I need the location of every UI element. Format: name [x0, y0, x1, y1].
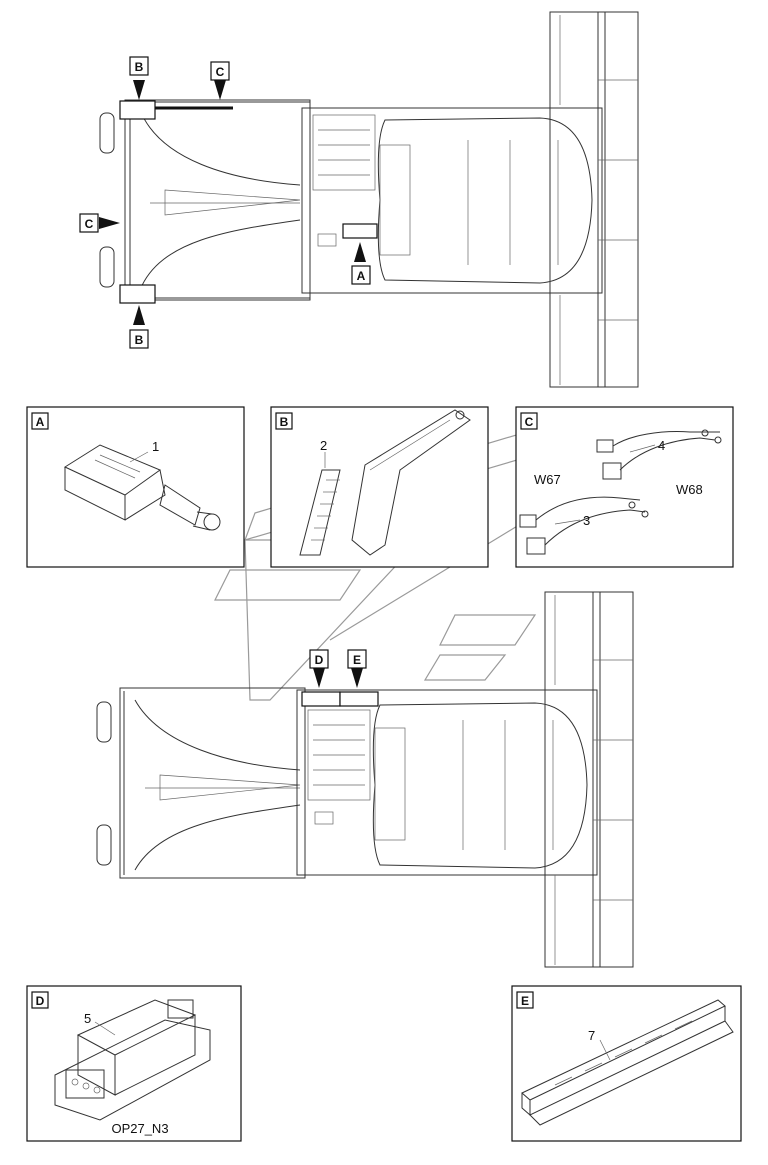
bottom-callout-arrows [313, 668, 363, 688]
panel-e-letter: E [521, 994, 529, 1008]
harness-label-w68: W68 [676, 482, 703, 497]
tag-b-bottom-text: B [135, 333, 144, 347]
part-1-label: 1 [152, 439, 159, 454]
wire-harness-w68 [596, 429, 722, 480]
tag-c-left-text: C [85, 217, 94, 231]
connector-plug-part [63, 444, 221, 531]
part-7-label: 7 [588, 1028, 595, 1043]
tag-b-top-text: B [135, 60, 144, 74]
tag-b-bottom: B [129, 329, 149, 349]
bracket-cover-part [351, 409, 471, 556]
panel-d-caption: OP27_N3 [111, 1121, 168, 1136]
part-2-label: 2 [320, 438, 327, 453]
part-4-label: 4 [658, 438, 665, 453]
tag-c-left: C [79, 213, 99, 233]
part-5-label: 5 [84, 1011, 91, 1026]
panel-b-letter: B [280, 415, 289, 429]
tag-e-text: E [353, 653, 361, 667]
tag-e: E [347, 649, 367, 669]
panel-d-letter: D [36, 994, 45, 1008]
tag-d-text: D [315, 653, 324, 667]
tag-d: D [309, 649, 329, 669]
tag-a-text: A [357, 269, 366, 283]
detail-panel-d: D 5 OP27_N3 [26, 985, 242, 1142]
harness-label-w67: W67 [534, 472, 561, 487]
detail-panel-e: E 7 [511, 985, 742, 1142]
detail-panel-c: C 4 3 W67 W68 [515, 406, 734, 568]
top-callout-arrows [99, 80, 366, 325]
tag-c-top: C [210, 61, 230, 81]
tag-c-top-text: C [216, 65, 225, 79]
panel-c-letter: C [525, 415, 534, 429]
bottom-machine-view [96, 591, 634, 968]
wire-harness-w67 [519, 496, 649, 555]
detail-panel-a: A 1 [26, 406, 245, 568]
electronic-module-part [54, 999, 211, 1121]
tag-a: A [351, 265, 371, 285]
terminal-strip-part [299, 469, 341, 556]
detail-panel-b: B 2 [270, 406, 489, 568]
part-3-label: 3 [583, 513, 590, 528]
panel-a-letter: A [36, 415, 45, 429]
din-rail-part [521, 999, 734, 1126]
tag-b-top: B [129, 56, 149, 76]
top-machine-view [99, 11, 639, 388]
